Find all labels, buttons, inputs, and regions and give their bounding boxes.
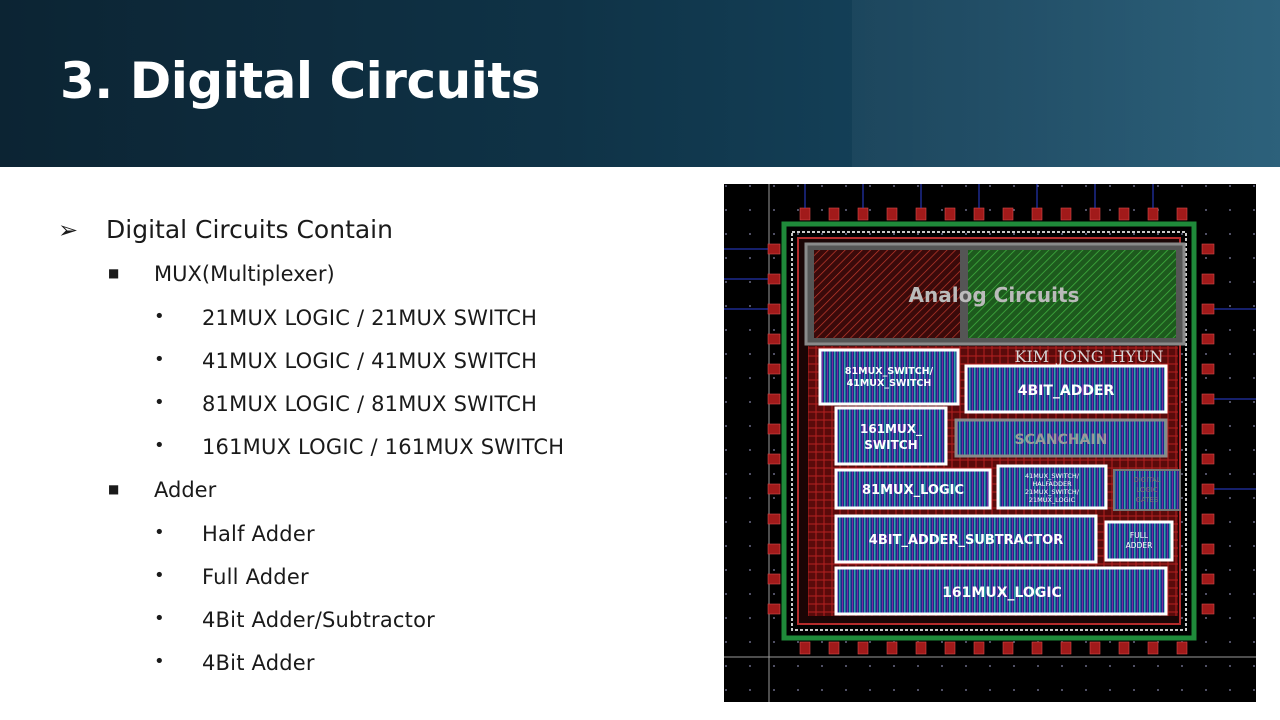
square-bullet-icon: ■ — [108, 266, 120, 280]
scanchain-label: SCANCHAIN — [1015, 432, 1108, 448]
mux161-switch-label-2: SWITCH — [864, 438, 917, 452]
dot-bullet-icon: • — [154, 651, 165, 672]
bullet-mux: MUX(Multiplexer) — [154, 262, 335, 286]
gates-label-1: DIGITAL — [1133, 476, 1160, 484]
bullet-adder-item: 4Bit Adder/Subtractor — [202, 608, 435, 632]
dot-bullet-icon: • — [154, 522, 165, 543]
dot-bullet-icon: • — [154, 435, 165, 456]
mux161-logic-label: 161MUX_LOGIC — [942, 585, 1062, 601]
mux81-switch-label-1: 81MUX_SWITCH/ — [845, 366, 934, 377]
adder4-label: 4BIT_ADDER — [1018, 383, 1115, 399]
analog-label: Analog Circuits — [909, 283, 1080, 307]
small-block-label-1: 41MUX_SWITCH/ — [1025, 472, 1080, 480]
bullet-adder-item: 4Bit Adder — [202, 651, 315, 675]
bullet-mux-item: 81MUX LOGIC / 81MUX SWITCH — [202, 392, 538, 416]
chip-layout-image: Analog Circuits KIM_JONG_HYUN 81MUX_SWIT… — [724, 184, 1256, 702]
bullet-heading: Digital Circuits Contain — [106, 215, 393, 244]
gates-label-2: LOGIC — [1136, 486, 1158, 494]
chip-layout-svg: Analog Circuits KIM_JONG_HYUN 81MUX_SWIT… — [724, 184, 1256, 702]
bullet-mux-item: 161MUX LOGIC / 161MUX SWITCH — [202, 435, 565, 459]
bullet-adder-item: Half Adder — [202, 522, 315, 546]
bullet-mux-item: 41MUX LOGIC / 41MUX SWITCH — [202, 349, 538, 373]
dot-bullet-icon: • — [154, 306, 165, 327]
square-bullet-icon: ■ — [108, 482, 120, 496]
small-block-label-2: HALFADDER — [1032, 480, 1072, 488]
dot-bullet-icon: • — [154, 349, 165, 370]
bullet-adder: Adder — [154, 478, 217, 502]
mux161-switch-label-1: 161MUX_ — [860, 422, 922, 437]
dot-bullet-icon: • — [154, 392, 165, 413]
arrow-bullet-icon: ➢ — [58, 216, 79, 244]
small-block-label-3: 21MUX_SWITCH/ — [1025, 488, 1080, 496]
full-adder-label-1: FULL — [1130, 531, 1149, 540]
mux81-switch-label-2: 41MUX_SWITCH — [847, 378, 932, 389]
bullet-adder-item: Full Adder — [202, 565, 309, 589]
mux81-logic-label: 81MUX_LOGIC — [862, 483, 964, 498]
bullet-mux-item: 21MUX LOGIC / 21MUX SWITCH — [202, 306, 538, 330]
gates-label-3: GATES — [1136, 496, 1159, 504]
bullet-list: ➢ Digital Circuits Contain ■ MUX(Multipl… — [58, 215, 565, 675]
small-block-label-4: 21MUX_LOGIC — [1029, 496, 1076, 504]
dot-bullet-icon: • — [154, 565, 165, 586]
full-adder-label-2: ADDER — [1126, 541, 1153, 550]
adder-sub-label: 4BIT_ADDER_SUBTRACTOR — [869, 533, 1063, 548]
title-bar: 3. Digital Circuits — [0, 0, 1280, 167]
designer-label: KIM_JONG_HYUN — [1015, 347, 1164, 366]
title-bar-sheen — [852, 0, 1280, 167]
slide-title: 3. Digital Circuits — [60, 52, 540, 110]
dot-bullet-icon: • — [154, 608, 165, 629]
